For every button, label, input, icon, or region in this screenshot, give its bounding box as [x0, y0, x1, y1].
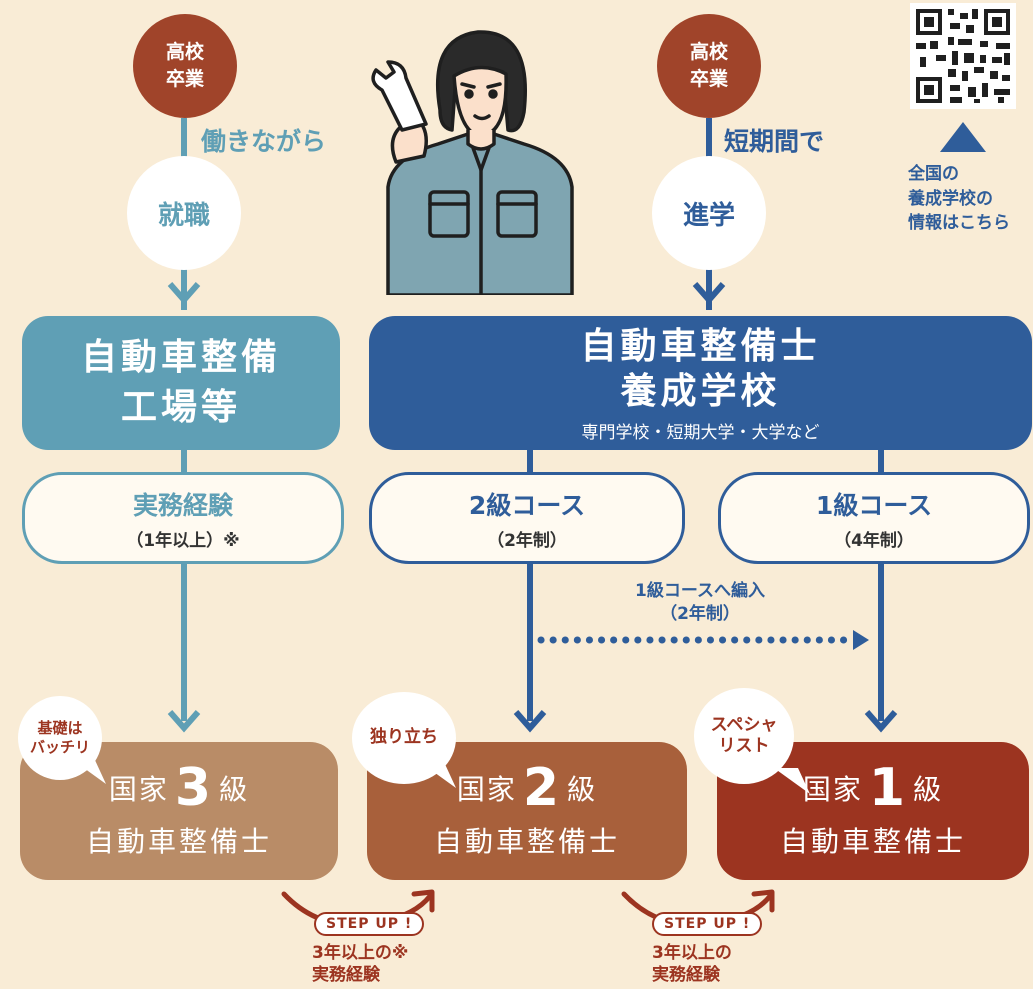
step-up-note-line: 3年以上の※ [312, 943, 409, 963]
experience-title: 実務経験 [132, 490, 233, 520]
course2-line-top [527, 450, 533, 472]
speech-bubble-grade3: 基礎は バッチリ [18, 696, 102, 780]
arrow-down-icon [513, 710, 547, 733]
step-label: 進学 [682, 200, 735, 231]
course2-box: 2級コース （2年制） [369, 472, 685, 564]
left-line-exp [181, 450, 187, 472]
grade-title-line2: 自動車整備士 [779, 825, 966, 858]
qr-caption: 全国の 養成学校の 情報はこちら [908, 162, 1010, 236]
start-label: 高校 [689, 41, 728, 64]
step-up-note-line: 実務経験 [652, 965, 720, 986]
step-up-note-line: 3年以上の [652, 943, 732, 963]
school-label: 自動車整備士 [580, 325, 821, 367]
arrow-down-icon [864, 710, 898, 733]
grade-suffix: 級 [913, 773, 944, 806]
step-label: 就職 [157, 200, 210, 231]
step-employment: 就職 [127, 156, 241, 270]
right-line-mid [706, 255, 712, 310]
course1-line-bottom [878, 563, 884, 721]
course-sub: （4年制） [834, 530, 914, 551]
step-enrollment: 進学 [652, 156, 766, 270]
grade-number: 3 [174, 758, 214, 818]
triangle-up-icon [940, 122, 986, 152]
step-up-note-2: 3年以上の 実務経験 [652, 942, 732, 986]
left-line-bottom [181, 563, 187, 721]
school-label: 養成学校 [620, 370, 781, 412]
workplace-label: 工場等 [120, 387, 241, 428]
experience-box: 実務経験 （1年以上）※ [22, 472, 344, 564]
arrow-down-icon [167, 282, 201, 305]
transfer-label-line: （2年制） [660, 603, 740, 624]
grade-prefix: 国家 [802, 773, 863, 806]
bubble-tail [774, 768, 810, 794]
mechanic-illustration [371, 30, 574, 295]
school-box: 自動車整備士 養成学校 専門学校・短期大学・大学など [369, 316, 1032, 450]
grade-number: 2 [522, 758, 562, 818]
workplace-label: 自動車整備 [80, 336, 281, 378]
speech-bubble-grade1: スペシャ リスト [694, 688, 794, 784]
step-up-note-line: 実務経験 [312, 965, 380, 986]
arrow-down-icon [167, 710, 201, 733]
grade2-title: 国家 2 級 [457, 762, 597, 814]
course1-line-top [878, 450, 884, 472]
path-label-right: 短期間で [724, 127, 825, 156]
bubble-text: バッチリ [29, 738, 90, 756]
grade-number: 1 [868, 758, 908, 818]
grade-prefix: 国家 [456, 773, 517, 806]
bubble-text: 独り立ち [370, 727, 438, 748]
course-sub: （2年制） [487, 530, 567, 551]
grade-suffix: 級 [567, 773, 598, 806]
workplace-box: 自動車整備 工場等 [22, 316, 340, 450]
grade-prefix: 国家 [108, 773, 169, 806]
grade-suffix: 級 [219, 773, 250, 806]
step-up-note-1: 3年以上の※ 実務経験 [312, 942, 408, 986]
start-circle-right: 高校 卒業 [657, 14, 761, 118]
transfer-label-line: 1級コースへ編入 [635, 581, 765, 601]
speech-bubble-grade2: 独り立ち [352, 692, 456, 784]
transfer-arrow [537, 630, 869, 650]
start-label: 高校 [165, 41, 204, 64]
course2-line-bottom [527, 563, 533, 721]
start-label: 卒業 [165, 68, 204, 90]
step-up-badge-1: STEP UP ! [314, 912, 425, 936]
start-circle-left: 高校 卒業 [133, 14, 237, 118]
experience-sub: （1年以上）※ [126, 530, 240, 551]
grade3-title: 国家 3 級 [109, 762, 249, 814]
arrow-down-icon [692, 282, 726, 305]
grade1-title: 国家 1 級 [803, 762, 943, 814]
step-up-badge-2: STEP UP ! [652, 912, 763, 936]
left-line-mid [181, 255, 187, 310]
path-label-left: 働きながら [201, 127, 327, 156]
qr-code[interactable] [910, 3, 1016, 109]
qr-caption-line: 養成学校の [908, 188, 993, 209]
grade-title-line2: 自動車整備士 [433, 825, 620, 858]
qr-caption-line: 情報はこちら [908, 213, 1010, 234]
bubble-text: リスト [718, 736, 770, 756]
start-label: 卒業 [689, 68, 728, 90]
bubble-text: スペシャ [710, 714, 778, 735]
grade-title-line2: 自動車整備士 [85, 825, 272, 858]
course1-box: 1級コース （4年制） [718, 472, 1030, 564]
course-title: 2級コース [468, 490, 586, 520]
school-sub-label: 専門学校・短期大学・大学など [581, 422, 820, 443]
course-title: 1級コース [815, 490, 933, 520]
transfer-label: 1級コースへ編入 （2年制） [610, 580, 790, 626]
qr-caption-line: 全国の [908, 164, 959, 184]
bubble-text: 基礎は [37, 719, 83, 738]
